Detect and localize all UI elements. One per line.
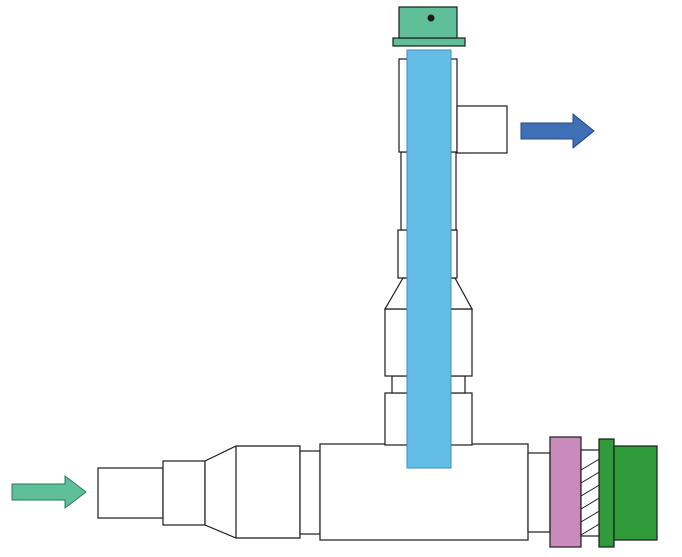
probe-rod — [406, 49, 452, 469]
collar-ring — [549, 436, 582, 548]
outlet-arrow-icon — [520, 112, 595, 150]
threaded-section — [580, 449, 602, 537]
inlet-coupling — [162, 460, 206, 526]
inlet-reducer — [204, 445, 301, 539]
inlet-arrow-icon — [11, 474, 87, 510]
end-cap — [598, 438, 658, 548]
inlet-nipple — [299, 450, 321, 535]
outlet-nipple — [527, 452, 551, 533]
side-outlet-stub — [456, 105, 508, 154]
top-cap — [392, 6, 466, 47]
inlet-pipe-end — [97, 467, 164, 519]
